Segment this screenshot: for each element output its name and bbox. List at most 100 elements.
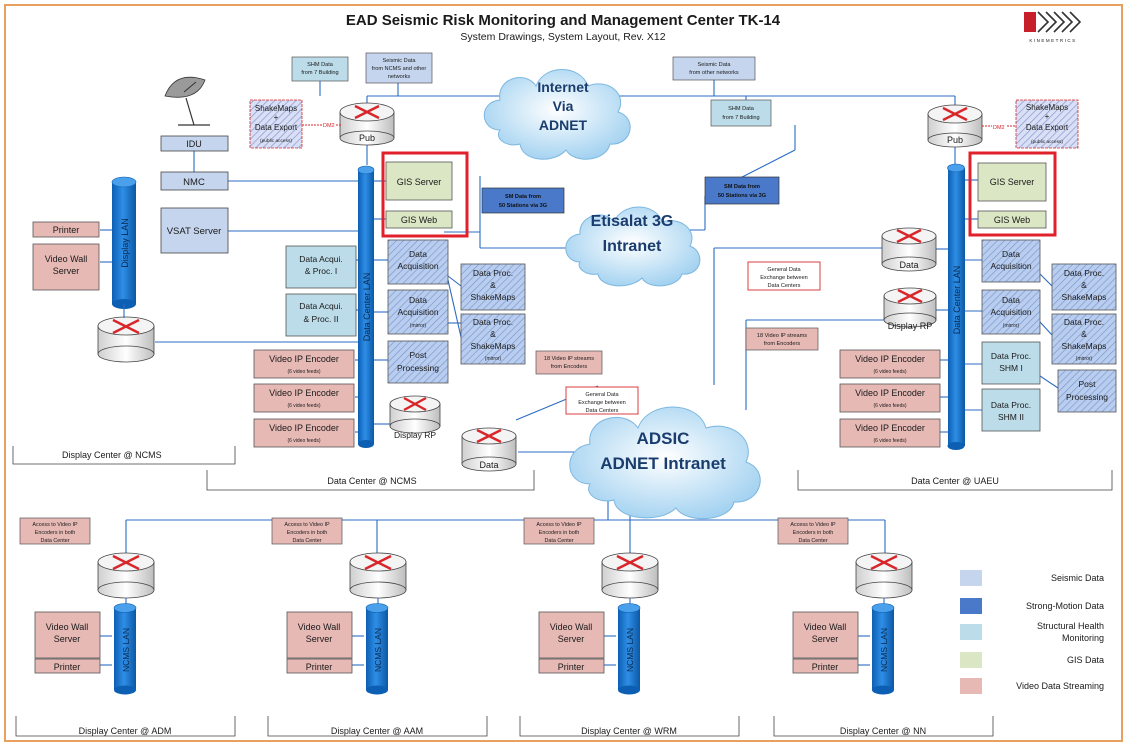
svg-text:& Proc. I: & Proc. I (305, 266, 338, 276)
lan-label: NCMS LAN (373, 628, 383, 672)
svg-text:&: & (490, 329, 496, 339)
lan-top (871, 603, 895, 613)
svg-text:ShakeMaps: ShakeMaps (471, 292, 516, 302)
access-note-line: Encoders in both (539, 530, 579, 536)
display-router[interactable] (601, 552, 659, 599)
legend-label: Structural Health (1037, 621, 1104, 631)
note-general-right: General Data Exchange between Data Cente… (747, 261, 821, 291)
router-icon-stroke (112, 554, 140, 571)
post-processing-right: Post Processing (1057, 369, 1117, 413)
printer-box (286, 658, 353, 674)
diagram-title: EAD Seismic Risk Monitoring and Manageme… (346, 12, 781, 29)
data-router-left[interactable]: Data (461, 427, 517, 472)
lan-bottom (114, 685, 136, 695)
svg-text:NMC: NMC (183, 177, 205, 188)
svg-text:Data Proc.: Data Proc. (1064, 317, 1104, 327)
pub-router-right[interactable]: Pub (927, 104, 983, 148)
svg-text:SHM Data: SHM Data (728, 106, 755, 112)
svg-text:&: & (490, 280, 496, 290)
legend-item: Strong-Motion Data (960, 598, 1104, 614)
display-rp-router-left[interactable]: Display RP (389, 395, 441, 440)
svg-text:(mirror): (mirror) (410, 323, 427, 329)
display-router[interactable] (97, 552, 155, 599)
printer-box (792, 658, 859, 674)
svg-text:Video IP Encoder: Video IP Encoder (269, 354, 339, 364)
lan-label: NCMS LAN (879, 628, 889, 672)
lan-label: NCMS LAN (121, 628, 131, 672)
video-encoder-left-3: Video IP Encoder (6 video feeds) (253, 418, 355, 448)
svg-text:Data Proc.: Data Proc. (991, 400, 1031, 410)
lan-top (617, 603, 641, 613)
svg-text:Seismic Data: Seismic Data (698, 62, 732, 68)
svg-text:Server: Server (53, 266, 80, 276)
svg-text:Video IP Encoder: Video IP Encoder (855, 423, 925, 433)
data-router-right[interactable]: Data (881, 227, 937, 272)
nmc-box: NMC (160, 171, 229, 191)
svg-text:Data Centers: Data Centers (586, 408, 619, 414)
pub-router-left[interactable]: Pub (339, 102, 395, 146)
cloud-adsic: ADSIC ADNET Intranet (569, 406, 761, 520)
access-note-line: Access to Video IP (536, 522, 582, 528)
legend-item: Video Data Streaming (960, 678, 1104, 694)
router-base (855, 581, 913, 599)
legend-item: Seismic Data (960, 570, 1104, 586)
legend-label: Seismic Data (1051, 573, 1104, 583)
printer-ncms: Printer (32, 221, 100, 238)
data-proc-shakemaps-mirror-left: Data Proc. & ShakeMaps (mirror) (460, 313, 526, 365)
svg-text:SHM I: SHM I (999, 363, 1023, 373)
router-display-ncms[interactable] (97, 316, 155, 363)
svg-text:GIS Server: GIS Server (397, 177, 442, 187)
svg-text:& Proc. II: & Proc. II (304, 314, 339, 324)
access-note-line: Encoders in both (35, 530, 75, 536)
svg-text:18 Video IP streams: 18 Video IP streams (544, 356, 594, 362)
svg-text:SM Data from: SM Data from (724, 184, 760, 190)
access-note-line: Data Center (292, 538, 321, 544)
svg-text:Data: Data (479, 460, 498, 470)
svg-text:Processing: Processing (1066, 392, 1108, 402)
dm2-label-left: DM2 (323, 123, 335, 129)
data-acq-proc-1: Data Acqui. & Proc. I (285, 245, 357, 289)
video-encoder-right-3: Video IP Encoder (6 video feeds) (839, 418, 941, 448)
svg-text:Acquisition: Acquisition (397, 307, 438, 317)
svg-text:ShakeMaps: ShakeMaps (255, 104, 297, 113)
data-proc-shm2-right: Data Proc. SHM II (981, 388, 1041, 432)
svg-text:Video IP Encoder: Video IP Encoder (855, 354, 925, 364)
vws-label: Video Wall (298, 622, 341, 632)
display-frame (773, 716, 994, 737)
lan-bottom (618, 685, 640, 695)
router-icon-stroke (870, 554, 898, 571)
vws-box (286, 611, 353, 659)
access-note-line: Data Center (544, 538, 573, 544)
display-router[interactable] (855, 552, 913, 599)
data-proc-shakemaps-mirror-right: Data Proc. & ShakeMaps (mirror) (1051, 313, 1117, 365)
printer: Printer (792, 658, 859, 674)
display-frame-label: Display Center @ AAM (331, 726, 423, 736)
data-acquisition-left: Data Acquisition (387, 239, 449, 285)
svg-text:(6 video feeds): (6 video feeds) (287, 403, 320, 409)
lan-body (366, 608, 388, 690)
svg-text:ADNET: ADNET (539, 117, 588, 133)
vws-box (792, 611, 859, 659)
ncms-lan: NCMS LAN (365, 603, 389, 695)
svg-text:GIS Server: GIS Server (990, 177, 1035, 187)
frame-display-ncms (12, 446, 236, 465)
access-note-box (271, 517, 343, 545)
display-router[interactable] (349, 552, 407, 599)
cloud-etisalat: Etisalat 3G Intranet (565, 206, 701, 287)
video-encoder-left-1: Video IP Encoder (6 video feeds) (253, 349, 355, 379)
svg-text:General Data: General Data (767, 267, 801, 273)
display-frame (267, 716, 488, 737)
router-base (601, 581, 659, 599)
router-icon (476, 428, 502, 444)
display-rp-router-right[interactable]: Display RP (883, 287, 937, 331)
svg-text:SHM II: SHM II (998, 412, 1024, 422)
svg-text:18 Video IP streams: 18 Video IP streams (757, 333, 807, 339)
svg-text:SHM Data: SHM Data (307, 62, 334, 68)
